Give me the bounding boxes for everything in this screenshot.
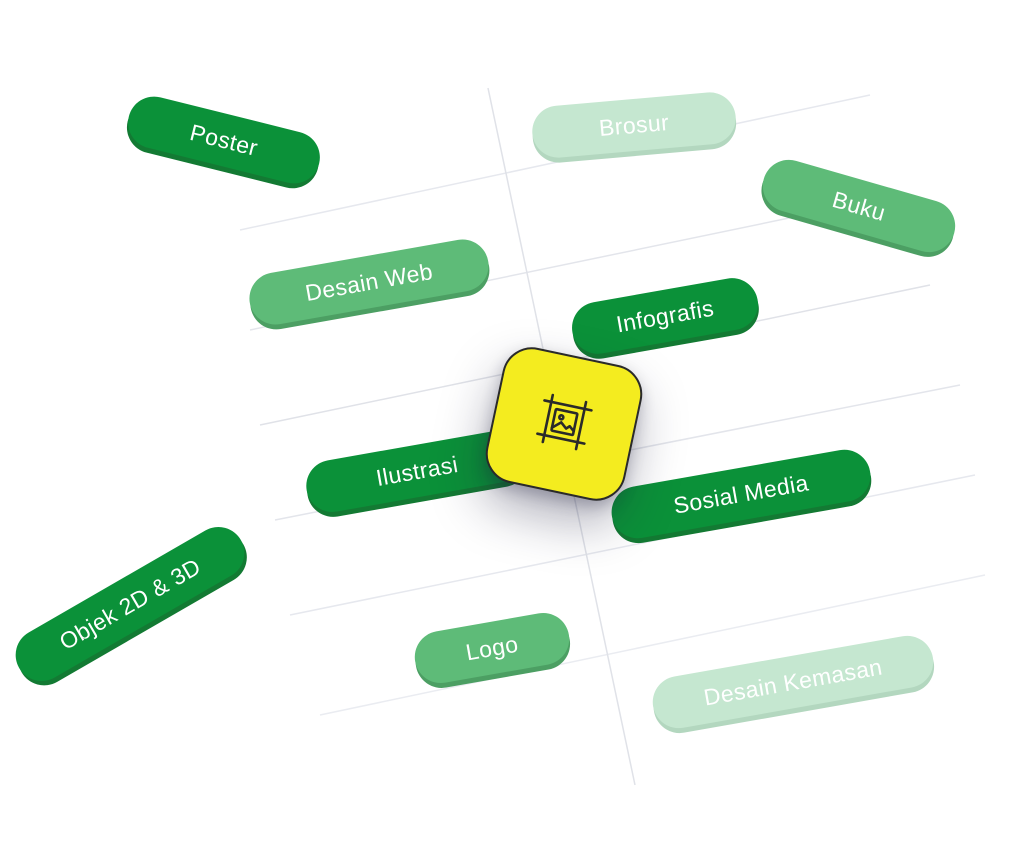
tag-label: Logo <box>463 630 521 665</box>
center-tile <box>480 341 648 507</box>
tag-label: Sosial Media <box>671 468 811 519</box>
tag-label: Buku <box>829 185 889 226</box>
tag-label: Brosur <box>597 108 671 141</box>
tag-label: Infografis <box>614 294 716 337</box>
tag-label: Poster <box>187 118 261 161</box>
tag-label: Desain Web <box>303 257 435 306</box>
image-frame-icon <box>531 390 596 459</box>
tag-label: Ilustrasi <box>373 450 460 491</box>
